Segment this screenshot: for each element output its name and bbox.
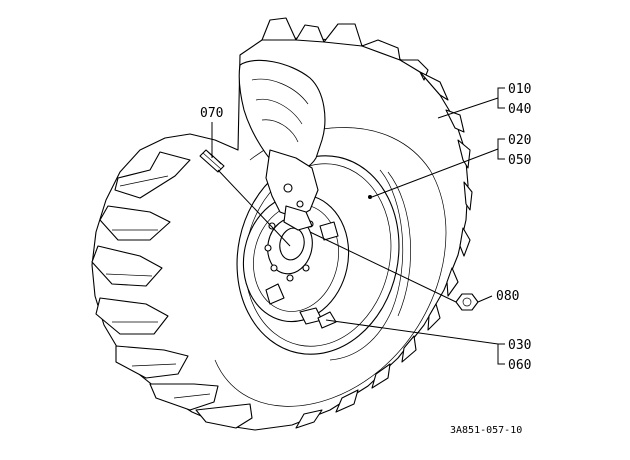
drawing-code: 3A851-057-10 — [450, 425, 522, 436]
label-060: 060 — [508, 358, 531, 373]
label-010: 010 — [508, 82, 531, 97]
label-040: 040 — [508, 102, 531, 117]
stud-bolt — [199, 149, 225, 173]
label-020: 020 — [508, 133, 531, 148]
rim-marker — [368, 195, 372, 199]
label-070: 070 — [200, 106, 223, 121]
label-080: 080 — [496, 289, 519, 304]
wheel-nut — [455, 293, 479, 311]
leader-lines — [211, 87, 505, 365]
label-030: 030 — [508, 338, 531, 353]
wheel-bracket — [238, 59, 326, 231]
label-050: 050 — [508, 153, 531, 168]
